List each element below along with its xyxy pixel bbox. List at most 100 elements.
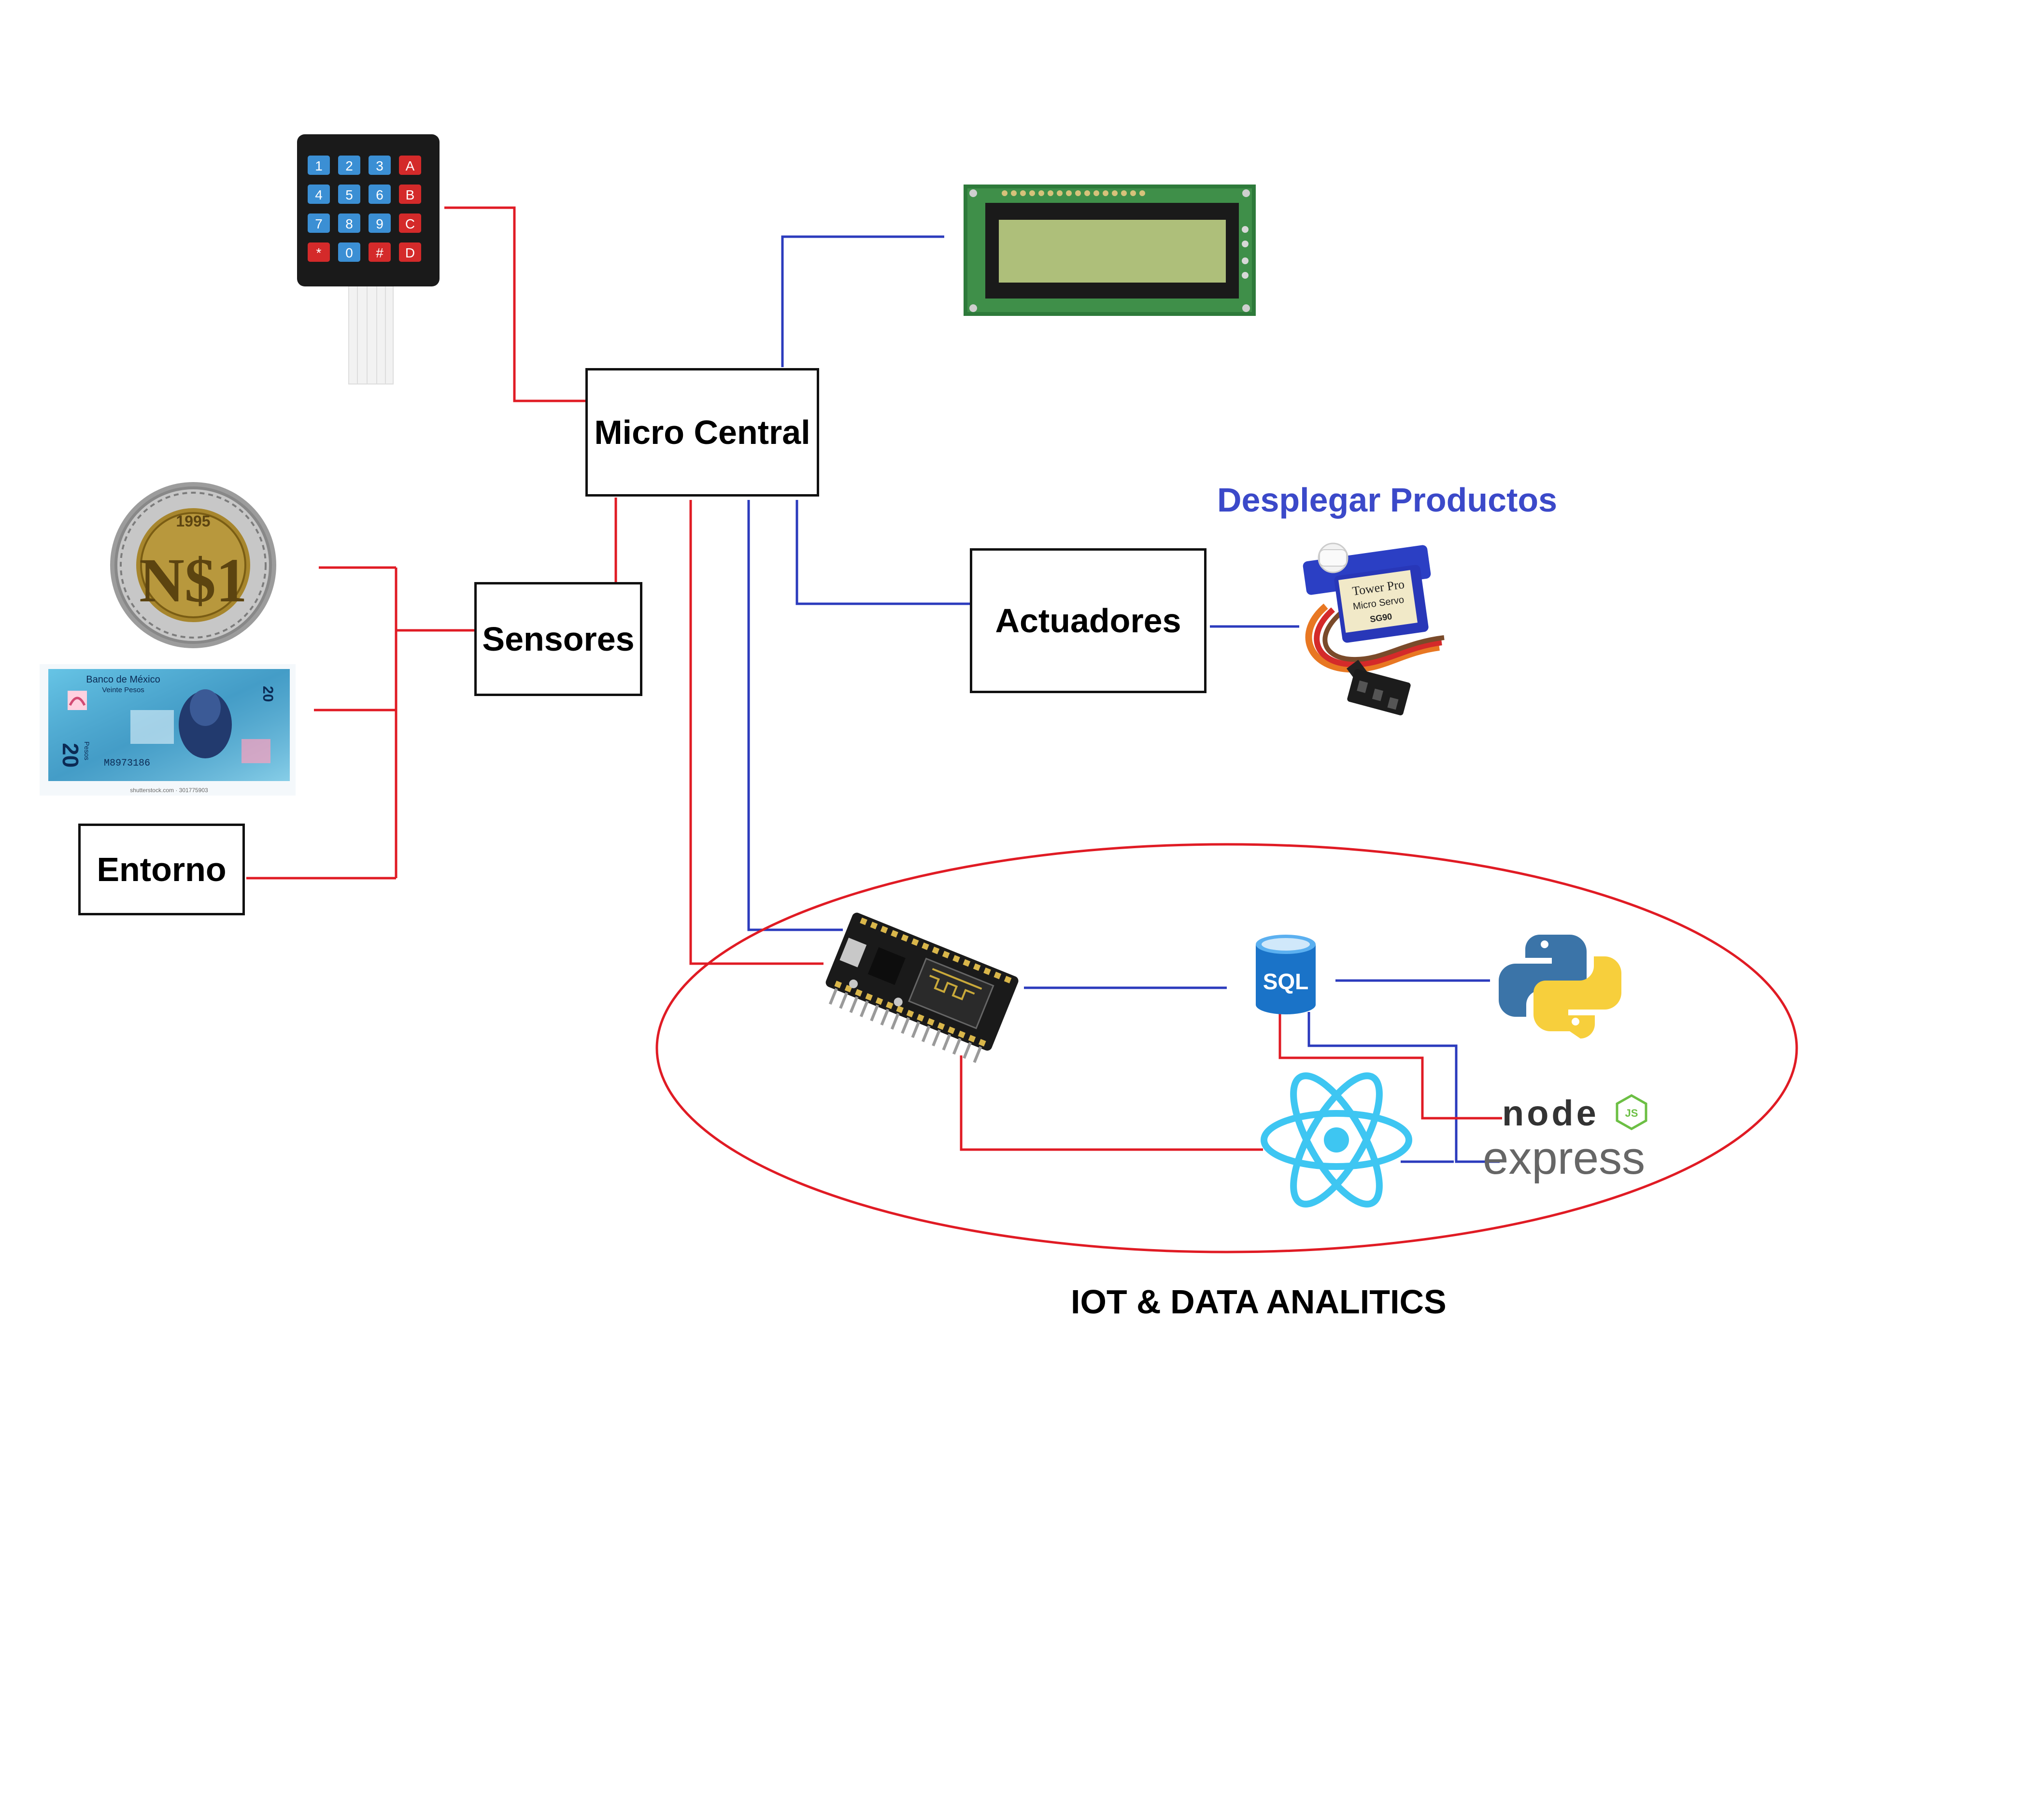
keypad-key: [369, 156, 391, 175]
coin-year: 1995: [176, 512, 210, 530]
nodemcu-pin: [958, 1030, 965, 1039]
nodemcu-pin: [932, 946, 940, 954]
keypad-key: [369, 213, 391, 233]
nodemcu-pin: [834, 981, 842, 988]
coin-icon: 1995 N$1: [110, 482, 276, 648]
nodemcu-pin: [947, 1026, 955, 1034]
micro-nodemcu-red: [689, 500, 823, 965]
keypad-key-label: D: [405, 245, 415, 260]
keypad-key-label: 5: [345, 187, 353, 202]
nodemcu-pin-leg: [880, 1009, 890, 1026]
lcd-connector: [781, 235, 944, 367]
nodemcu-pin: [891, 930, 898, 938]
nodemcu-pin: [922, 942, 929, 950]
nodemcu-pin: [1004, 976, 1012, 983]
keypad-key: [369, 242, 391, 262]
lcd-pin: [1139, 190, 1145, 196]
nodemcu-pin-leg: [921, 1025, 931, 1042]
keypad-key: [399, 242, 421, 262]
keypad-key: [338, 213, 360, 233]
lcd-pin: [1002, 190, 1008, 196]
lcd-header-pins: [1002, 190, 1145, 196]
nodemcu-pin-leg: [828, 988, 838, 1005]
keypad-key-label: 7: [315, 216, 323, 231]
keypad-key: [369, 185, 391, 204]
nodemcu-pins-bottom: [828, 981, 986, 1063]
lcd-pin: [1029, 190, 1035, 196]
bill-bank-name: Banco de México: [86, 674, 160, 685]
keypad-key-label: #: [376, 245, 383, 260]
nodemcu-icon: [825, 912, 1019, 1063]
connectors: [246, 206, 1502, 1163]
nodemcu-pin-leg: [952, 1038, 962, 1055]
lcd-pin: [1020, 190, 1026, 196]
express-logo-text: express: [1483, 1132, 1645, 1184]
bill-unit: Pesos: [83, 741, 91, 760]
nodemcu-pin: [942, 951, 950, 959]
keypad-key-label: 9: [376, 216, 383, 231]
lcd-pin: [1075, 190, 1081, 196]
nodemcu-pin: [963, 959, 971, 967]
lcd-pin: [1038, 190, 1044, 196]
nodemcu-pin: [994, 971, 1002, 980]
nodemcu-pin: [973, 963, 981, 971]
lcd-pin: [1103, 190, 1108, 196]
keypad-key-label: *: [316, 245, 322, 260]
actuadores-connector: [795, 500, 971, 605]
lcd-pin: [1121, 190, 1127, 196]
coin-denomination: N$1: [139, 546, 247, 615]
keypad-key: [338, 242, 360, 262]
lcd-pin: [1011, 190, 1017, 196]
keypad-key: [308, 242, 330, 262]
bill-credit: shutterstock.com · 301775903: [130, 787, 208, 794]
iot-boundary-ellipse: [655, 843, 1798, 1253]
lcd-pin: [1093, 190, 1099, 196]
micro-central-label: Micro Central: [594, 413, 810, 451]
sql-express-blue: [1307, 1012, 1500, 1163]
keypad-key-label: 4: [315, 187, 323, 202]
nodemcu-pin: [875, 997, 883, 1005]
lcd-display-icon: [964, 185, 1256, 316]
nodemcu-pin: [896, 1006, 904, 1013]
actuadores-label: Actuadores: [995, 602, 1181, 640]
entorno-label: Entorno: [97, 851, 227, 888]
lcd-pin: [1084, 190, 1090, 196]
banknote-icon: Banco de México Veinte Pesos 20 20 Pesos…: [40, 664, 296, 796]
keypad-key: [399, 185, 421, 204]
entorno-node: Entorno: [78, 824, 245, 915]
keypad-key-label: A: [406, 158, 415, 173]
nodemcu-pin: [886, 1001, 894, 1010]
nodemcu-pin-leg: [911, 1021, 921, 1038]
lcd-pin: [1112, 190, 1118, 196]
keypad-key-label: 0: [345, 245, 353, 260]
keypad-key: [338, 156, 360, 175]
keypad-key-label: 1: [315, 158, 323, 173]
keypad-key: [308, 213, 330, 233]
node-express-icon: node JS express: [1483, 1093, 1647, 1184]
keypad-key-label: C: [405, 216, 415, 231]
keypad-key: [338, 185, 360, 204]
lcd-pin: [1066, 190, 1072, 196]
sql-database-icon: SQL: [1256, 935, 1316, 1014]
nodemcu-pin: [880, 925, 888, 934]
nodemcu-pin-leg: [890, 1013, 900, 1030]
nodemcu-pin-leg: [839, 992, 848, 1009]
actuadores-node: Actuadores: [970, 548, 1207, 693]
lcd-pin: [1130, 190, 1136, 196]
keypad-key-label: 2: [345, 158, 353, 173]
iot-data-analytics-label: IOT & DATA ANALITICS: [1071, 1283, 1447, 1321]
keypad-key: [399, 213, 421, 233]
nodemcu-pin: [870, 922, 878, 929]
nodemcu-pin: [911, 938, 919, 946]
js-badge: JS: [1625, 1107, 1638, 1119]
nodemcu-pin-leg: [973, 1046, 982, 1063]
nodemcu-pin: [937, 1022, 945, 1030]
sensores-node: Sensores: [474, 582, 642, 696]
keypad-key: [308, 156, 330, 175]
desplegar-productos-label: Desplegar Productos: [1217, 481, 1558, 519]
nodemcu-pin: [917, 1014, 924, 1022]
python-icon: [1499, 935, 1621, 1039]
